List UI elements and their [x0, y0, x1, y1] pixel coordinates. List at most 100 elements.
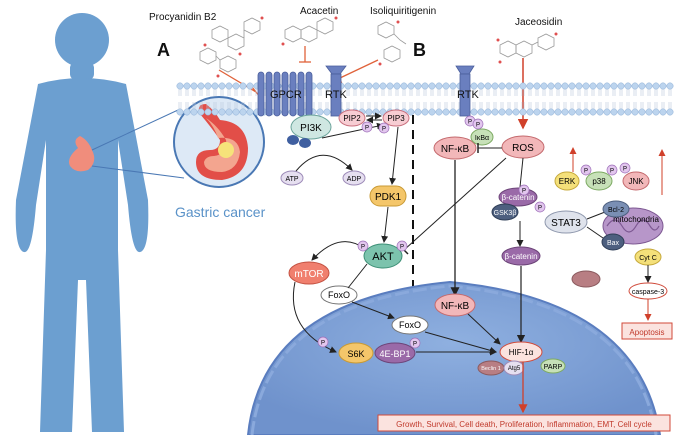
akt-to-foxo-line [347, 263, 368, 289]
lipid-head [526, 108, 534, 116]
panel-label-a: A [157, 40, 170, 60]
phospho-marker-label: P [610, 169, 614, 175]
mtor-node [288, 261, 330, 285]
lipid-tail [318, 102, 322, 109]
lipid-tail [633, 89, 637, 96]
lipid-tail [192, 102, 196, 109]
lipid-tail [647, 102, 651, 109]
lipid-head [225, 82, 233, 90]
s6k-label: S6K [347, 349, 364, 359]
lipid-tail [535, 89, 539, 96]
pi3k-node [290, 114, 332, 140]
lipid-tail [395, 102, 399, 109]
lipid-head [491, 82, 499, 90]
lipid-head [470, 108, 478, 116]
nfkb-cyto-label: NF-κB [441, 144, 470, 155]
lipid-head [568, 82, 576, 90]
lipid-head [239, 108, 247, 116]
lipid-tail [178, 89, 182, 96]
lipid-tail [549, 102, 553, 109]
lipid-head [435, 108, 443, 116]
lipid-tail [374, 102, 378, 109]
lipid-tail [381, 89, 385, 96]
ros-inhibits-akt [403, 157, 507, 251]
lipid-tail [199, 89, 203, 96]
lipid-head [190, 108, 198, 116]
pip2-label: PIP2 [343, 114, 361, 123]
lipid-tail [514, 102, 518, 109]
lipid-tail [199, 102, 203, 109]
lipid-head [190, 82, 198, 90]
lipid-tail [409, 102, 413, 109]
lipid-head [358, 82, 366, 90]
lipid-head [421, 108, 429, 116]
lipid-head [442, 108, 450, 116]
lipid-head [365, 108, 373, 116]
lipid-tail [353, 89, 357, 96]
lipid-head [568, 108, 576, 116]
phospho-marker-label: P [623, 167, 627, 173]
pi3k-subunit-2 [299, 138, 311, 148]
lipid-tail [640, 102, 644, 109]
parp-node [540, 358, 566, 374]
lipid-head [575, 82, 583, 90]
lipid-head [512, 108, 520, 116]
phospho-marker-label: P [476, 123, 480, 129]
lipid-tail [493, 102, 497, 109]
rtk-receptor-b [455, 65, 475, 117]
lipid-tail [486, 89, 490, 96]
lipid-tail [381, 102, 385, 109]
lipid-tail [241, 102, 245, 109]
lipid-head [232, 108, 240, 116]
lipid-head [365, 82, 373, 90]
akt-to-mtor-arrow [311, 241, 366, 261]
lipid-tail [227, 89, 231, 96]
phospho-marker-label: P [413, 342, 417, 348]
lipid-tail [325, 102, 329, 109]
lipid-head [498, 108, 506, 116]
lipid-tail [451, 89, 455, 96]
phospho-marker [378, 122, 390, 134]
lipid-head [519, 82, 527, 90]
pip3-label: PIP3 [387, 114, 405, 123]
bcatenin-node-2 [501, 246, 541, 266]
lipid-head [582, 108, 590, 116]
lipid-tail [367, 89, 371, 96]
lipid-tail [430, 89, 434, 96]
lipid-tail [598, 102, 602, 109]
lipid-head [442, 82, 450, 90]
4ebp1-node [374, 342, 416, 364]
lipid-head [638, 82, 646, 90]
phospho-marker [317, 336, 329, 348]
lipid-head [631, 82, 639, 90]
phospho-marker [580, 164, 592, 176]
lipid-tail [507, 89, 511, 96]
phospho-marker [396, 240, 408, 252]
lipid-head [554, 108, 562, 116]
lipid-tail [654, 102, 658, 109]
lipid-head [351, 82, 359, 90]
lipid-head [225, 108, 233, 116]
gpcr-receptor [257, 71, 313, 117]
lipid-head [449, 108, 457, 116]
phospho-marker-label: P [382, 127, 386, 133]
lipid-tail [535, 102, 539, 109]
jnk-node [622, 171, 650, 191]
lipid-tail [437, 89, 441, 96]
4ebp1-label: 4E-BP1 [379, 349, 410, 359]
beclin1-label: Beclin 1 [481, 366, 501, 372]
lipid-head [652, 108, 660, 116]
lipid-head [204, 82, 212, 90]
phospho-marker [472, 118, 484, 130]
lipid-tail [241, 89, 245, 96]
isoliquiritigenin-structure-icon [377, 20, 407, 66]
lipid-head [554, 82, 562, 90]
jnk-label: JNK [628, 177, 644, 186]
foxo-cyto-node [320, 285, 358, 305]
lipid-tail [444, 89, 448, 96]
lipid-head [246, 108, 254, 116]
lipid-head [183, 108, 191, 116]
lipid-head [505, 108, 513, 116]
lipid-head [645, 108, 653, 116]
